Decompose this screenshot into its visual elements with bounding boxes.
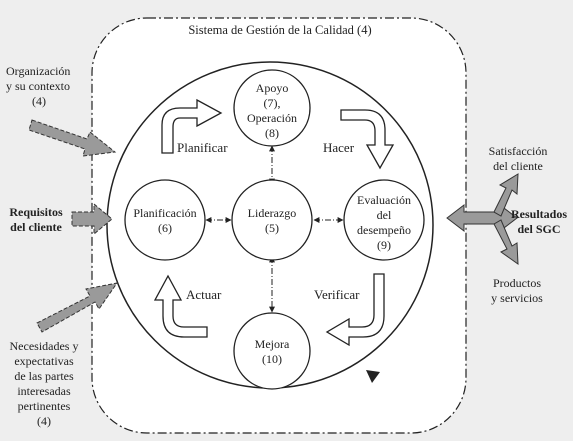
output-arrows <box>446 173 519 265</box>
partes-label: Necesidades y expectativas de las partes… <box>9 339 79 428</box>
node-planificacion-label: Planificación (6) <box>133 206 197 235</box>
resultados-arrow <box>446 203 518 233</box>
input-arrows <box>28 119 119 333</box>
satisfaccion-label: Satisfacción del cliente <box>488 144 548 173</box>
productos-arrow <box>493 219 519 265</box>
node-liderazgo-label: Liderazgo (5) <box>247 206 297 235</box>
node-apoyo-label: Apoyo (7), Operación (8) <box>247 81 297 140</box>
node-mejora-circle <box>233 312 311 390</box>
pdca-arrows <box>153 98 395 347</box>
verificar-label: Verificar <box>314 287 360 302</box>
satisfaccion-arrow <box>493 173 519 217</box>
actuar-label: Actuar <box>186 287 222 302</box>
productos-label: Productos y servicios <box>491 276 543 305</box>
circle-arrowhead <box>366 370 380 383</box>
requisitos-arrow <box>71 202 113 236</box>
node-planificacion-circle <box>124 179 206 261</box>
node-evaluacion-circle <box>343 179 425 261</box>
node-evaluacion-label: Evaluación del desempeño (9) <box>357 193 411 252</box>
verificar-arrow <box>325 273 385 347</box>
hacer-arrow <box>340 109 395 170</box>
node-mejora-label: Mejora (10) <box>254 337 290 366</box>
connectors <box>205 145 344 313</box>
planificar-label: Planificar <box>177 140 228 155</box>
requisitos-label: Requisitos del cliente <box>9 205 63 234</box>
node-liderazgo-circle <box>231 179 313 261</box>
system-title: Sistema de Gestión de la Calidad (4) <box>188 23 372 37</box>
resultados-label: Resultados del SGC <box>510 207 567 236</box>
org-context-label: Organización y su contexto (4) <box>6 64 71 108</box>
partes-arrow <box>36 282 119 333</box>
org-context-arrow <box>28 119 117 157</box>
planificar-arrow <box>161 98 223 154</box>
actuar-arrow <box>153 274 208 338</box>
hacer-label: Hacer <box>323 140 355 155</box>
node-apoyo-circle <box>233 69 311 147</box>
